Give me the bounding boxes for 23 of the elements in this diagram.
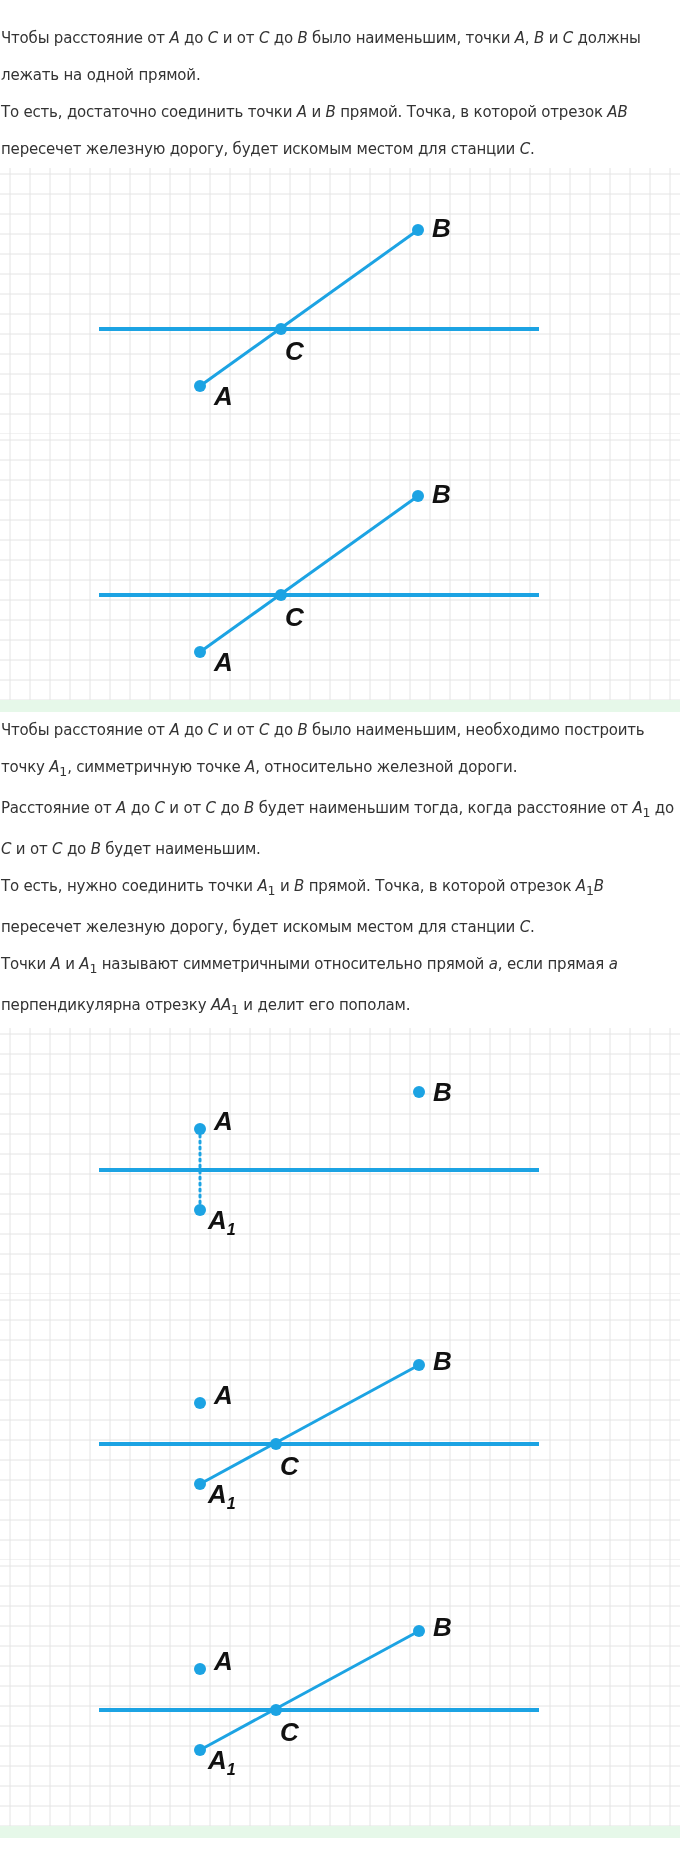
point-label: A$_{1}$ — [208, 1206, 236, 1241]
point-label: C — [285, 337, 304, 365]
point-label: B — [432, 480, 451, 508]
point-label: C — [285, 603, 304, 631]
point-label: A — [214, 1107, 233, 1135]
point-label: A — [214, 648, 233, 676]
point-label: A — [214, 382, 233, 410]
point-label: A — [214, 1381, 233, 1409]
point-label: C — [280, 1718, 299, 1746]
paragraph: Точки A и A$_{1}$ называют симметричными относительно прямой a, если прямая a перпендикулярна отрезку AA$_{1}$ и делит его пополам. — [0, 954, 619, 1019]
point-label: C — [280, 1452, 299, 1480]
point-label: A$_{1}$ — [208, 1746, 236, 1781]
point-label: B — [433, 1347, 452, 1375]
paragraph: Чтобы расстояние от A до C и от C до B было наименьшим, необходимо построить точку A$_{1}$, симметричную точке A, относительно железной дороги. — [0, 720, 646, 781]
paragraph: То есть, достаточно соединить точки A и B прямой. Точка, в которой отрезок AB пересечет железную дорогу, будет искомым местом для станции C. — [0, 102, 629, 160]
point-label: B — [432, 214, 451, 242]
point-label: B — [433, 1613, 452, 1641]
point-label: A$_{1}$ — [208, 1480, 236, 1515]
point-label: B — [433, 1078, 452, 1106]
paragraph: Чтобы расстояние от A до C и от C до B было наименьшим, точки A, B и C должны лежать на одной прямой. — [0, 28, 642, 86]
point-label: A — [214, 1647, 233, 1675]
paragraph: То есть, нужно соединить точки A$_{1}$ и B прямой. Точка, в которой отрезок A$_{1}$B пересечет железную дорогу, будет искомым местом для станции C. — [0, 876, 605, 938]
paragraph: Расстояние от A до C и от C до B будет наименьшим тогда, когда расстояние от A$_{1}$ до C и от C до B будет наименьшим. — [0, 798, 675, 860]
